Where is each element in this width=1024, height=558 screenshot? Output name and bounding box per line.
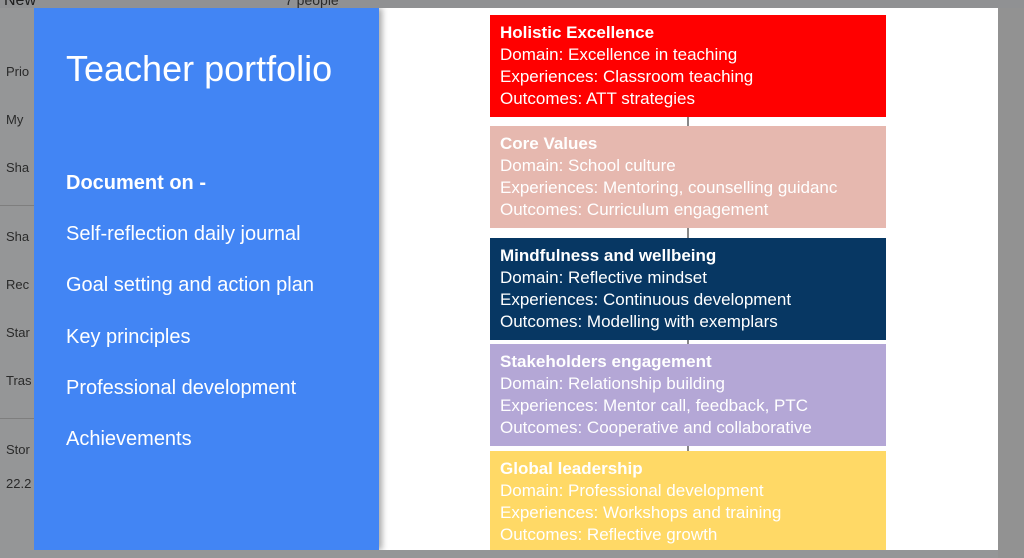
document-on-heading: Document on - [66, 172, 206, 194]
card-experiences: Experiences: Continuous development [500, 290, 792, 309]
card-domain: Domain: Reflective mindset [500, 268, 707, 287]
background-right-panel [998, 8, 1024, 558]
card-outcomes: Outcomes: Reflective growth [500, 525, 718, 544]
card-holistic-excellence: Holistic Excellence Domain: Excellence i… [490, 15, 886, 117]
slide-title: Teacher portfolio [66, 48, 333, 89]
link-achievements[interactable]: Achievements [66, 428, 192, 450]
sidebar-item-storage[interactable]: Stor [6, 442, 30, 457]
card-experiences: Experiences: Workshops and training [500, 503, 782, 522]
card-domain: Domain: Excellence in teaching [500, 45, 738, 64]
sidebar-item-my-drive[interactable]: My [6, 112, 24, 127]
card-experiences: Experiences: Mentoring, counselling guid… [500, 178, 838, 197]
sidebar-item-starred[interactable]: Star [6, 325, 30, 340]
storage-usage-text: 22.2 [6, 476, 32, 491]
card-mindfulness-wellbeing: Mindfulness and wellbeing Domain: Reflec… [490, 238, 886, 340]
sidebar-item-recent[interactable]: Rec [6, 277, 30, 292]
sidebar-divider [0, 205, 34, 206]
card-title: Global leadership [500, 459, 643, 478]
card-experiences: Experiences: Mentor call, feedback, PTC [500, 396, 809, 415]
card-outcomes: Outcomes: Modelling with exemplars [500, 312, 778, 331]
sidebar-item-shared-with-me[interactable]: Sha [6, 229, 30, 244]
card-title: Stakeholders engagement [500, 352, 712, 371]
slide-left-panel: Teacher portfolio Document on - Self-ref… [34, 8, 379, 550]
card-title: Core Values [500, 134, 598, 153]
background-topbar [0, 0, 1024, 8]
sidebar-item-trash[interactable]: Tras [6, 373, 32, 388]
people-count: 7 people [285, 0, 339, 8]
sidebar-item-shared-drives[interactable]: Sha [6, 160, 30, 175]
sidebar-divider [0, 418, 34, 419]
card-outcomes: Outcomes: Cooperative and collaborative [500, 418, 812, 437]
link-self-reflection-journal[interactable]: Self-reflection daily journal [66, 223, 301, 245]
link-goal-setting[interactable]: Goal setting and action plan [66, 274, 314, 296]
slide-preview: Teacher portfolio Document on - Self-ref… [34, 8, 998, 550]
card-core-values: Core Values Domain: School culture Exper… [490, 126, 886, 228]
card-stakeholders-engagement: Stakeholders engagement Domain: Relation… [490, 344, 886, 446]
card-title: Holistic Excellence [500, 23, 655, 42]
link-key-principles[interactable]: Key principles [66, 326, 191, 348]
link-professional-development[interactable]: Professional development [66, 377, 297, 399]
card-experiences: Experiences: Classroom teaching [500, 67, 754, 86]
sidebar-item-priority[interactable]: Prio [6, 64, 30, 79]
card-outcomes: Outcomes: ATT strategies [500, 89, 695, 108]
new-button[interactable]: New [4, 0, 37, 9]
card-title: Mindfulness and wellbeing [500, 246, 717, 265]
card-global-leadership: Global leadership Domain: Professional d… [490, 451, 886, 550]
card-domain: Domain: Professional development [500, 481, 764, 500]
card-outcomes: Outcomes: Curriculum engagement [500, 200, 769, 219]
card-domain: Domain: Relationship building [500, 374, 725, 393]
card-domain: Domain: School culture [500, 156, 676, 175]
